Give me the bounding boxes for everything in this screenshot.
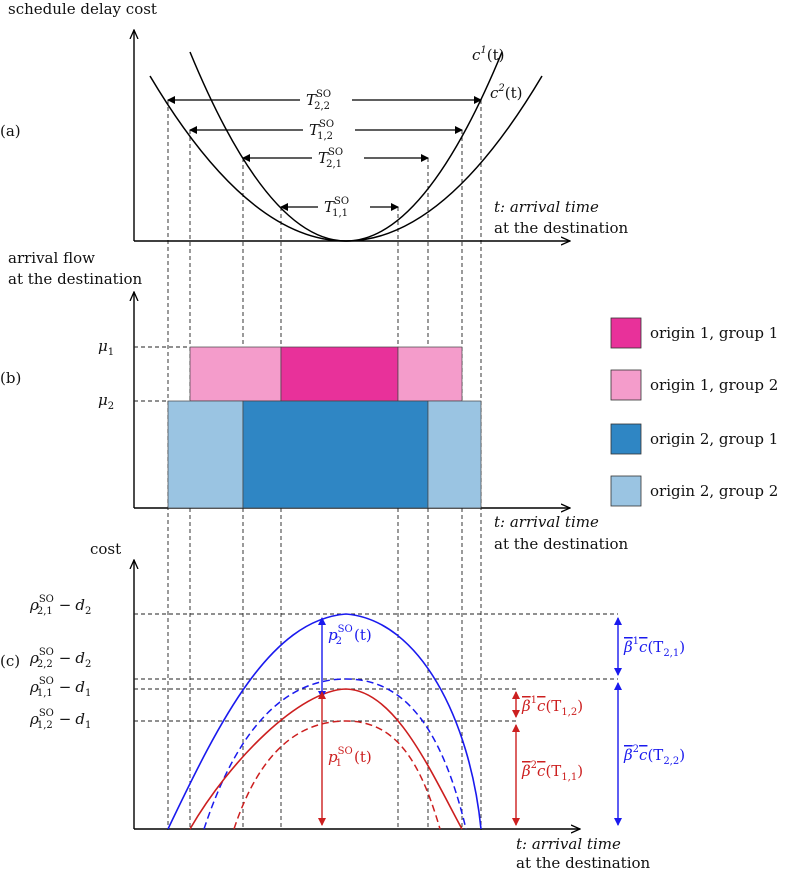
panel-label-c: (c) xyxy=(0,652,20,670)
legend-label-origin1-group1: origin 1, group 1 xyxy=(650,324,778,342)
panel-a-x-label-1: t: arrival time xyxy=(494,198,599,216)
block-origin2-group2-right xyxy=(427,400,482,509)
right-label-beta2-T11: β2c(T1,1) xyxy=(521,760,583,783)
block-origin1-group1 xyxy=(280,346,399,402)
panel-b-y-label-2: at the destination xyxy=(8,270,143,288)
right-label-beta1-T12: β1c(T1,2) xyxy=(521,695,583,718)
panel-c-y-label: cost xyxy=(90,540,121,558)
level-mu2: μ2 xyxy=(98,391,114,412)
panel-a-y-label: schedule delay cost xyxy=(8,0,157,18)
legend: origin 1, group 1 origin 1, group 2 orig… xyxy=(610,317,778,507)
curve-c2 xyxy=(149,75,543,242)
panel-b-x-label-1: t: arrival time xyxy=(494,513,599,531)
panel-b-x-label-2: at the destination xyxy=(494,535,629,553)
legend-swatch-origin1-group1 xyxy=(610,317,642,349)
right-label-beta2-T22: β2c(T2,2) xyxy=(623,744,685,767)
panel-c-x-label-1: t: arrival time xyxy=(516,835,621,853)
block-origin2-group2-left xyxy=(167,400,244,509)
panel-a-x-label-2: at the destination xyxy=(494,219,629,237)
curve-c1-label: c1(t) xyxy=(472,45,505,64)
curve-origin2-group2 xyxy=(167,613,482,830)
panel-label-a: (a) xyxy=(0,122,21,140)
legend-swatch-origin2-group2 xyxy=(610,475,642,507)
curve-origin1-group2 xyxy=(189,688,463,830)
legend-swatch-origin1-group2 xyxy=(610,369,642,401)
legend-label-origin2-group1: origin 2, group 1 xyxy=(650,430,778,448)
curve-c2-label: c2(t) xyxy=(490,83,523,102)
curve-origin2-group1 xyxy=(203,678,467,830)
legend-swatch-origin2-group1 xyxy=(610,423,642,455)
legend-label-origin1-group2: origin 1, group 2 xyxy=(650,376,778,394)
panel-b: (b) arrival flow at the destination μ1 μ… xyxy=(0,249,778,553)
panel-c-x-label-2: at the destination xyxy=(516,854,651,872)
panel-b-y-label-1: arrival flow xyxy=(8,249,95,267)
level-mu1: μ1 xyxy=(98,337,114,358)
curve-origin1-group1 xyxy=(233,720,441,830)
block-origin2-group1 xyxy=(242,400,429,509)
block-origin1-group2-right xyxy=(397,346,463,402)
block-origin1-group2-left xyxy=(189,346,282,402)
panel-label-b: (b) xyxy=(0,369,21,387)
legend-label-origin2-group2: origin 2, group 2 xyxy=(650,482,778,500)
right-label-beta1-T21: β1c(T2,1) xyxy=(623,636,685,659)
